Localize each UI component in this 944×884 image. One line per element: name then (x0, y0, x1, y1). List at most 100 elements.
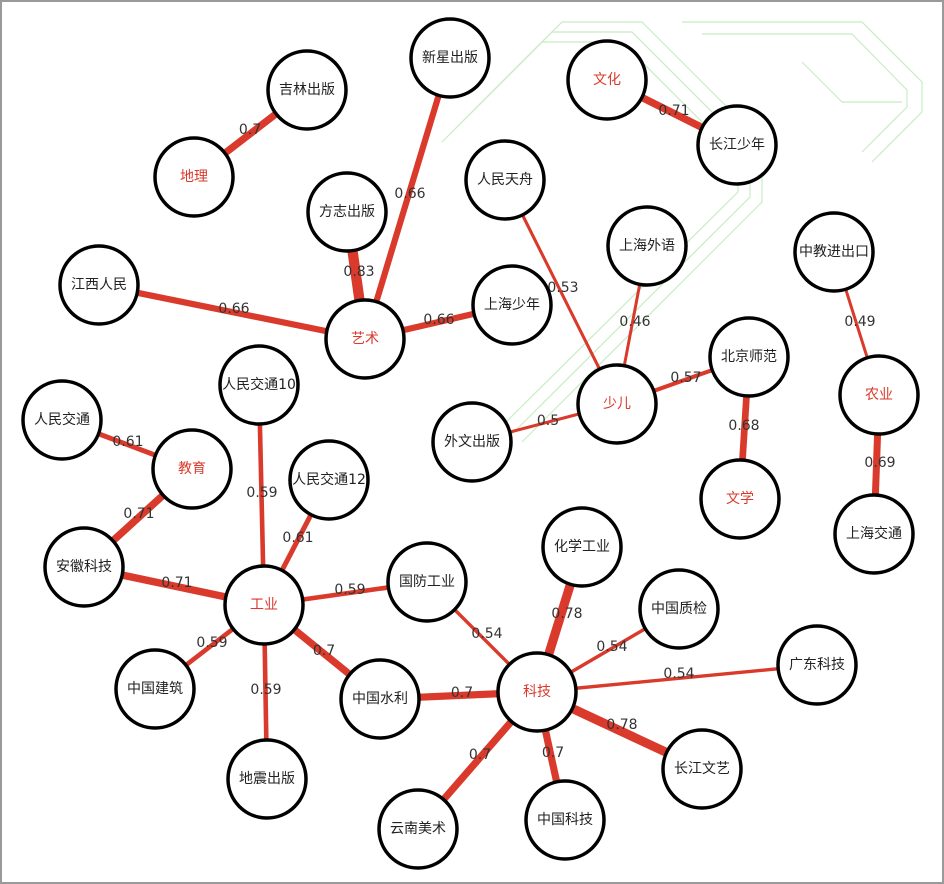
node-circle (496, 651, 578, 733)
node-circle (708, 316, 790, 398)
node-guofang[interactable]: 国防工业 (386, 541, 468, 623)
edge-weight-label: 0.78 (551, 606, 582, 622)
node-zhongguo_zj[interactable]: 中国质检 (638, 568, 720, 650)
watermark-line (801, 61, 902, 103)
edge-weight-label: 0.7 (239, 122, 261, 138)
node-zhongguo_kj[interactable]: 中国科技 (524, 779, 606, 861)
node-dizhen[interactable]: 地震出版 (226, 738, 308, 820)
node-wenhua[interactable]: 文化 (566, 39, 648, 121)
publisher-node-label: 中国质检 (651, 601, 707, 617)
edge-weight-label: 0.46 (619, 314, 650, 330)
node-circle (306, 171, 388, 253)
watermark-line (441, 41, 739, 427)
node-shanghai_sn[interactable]: 上海少年 (471, 264, 553, 346)
node-nongye[interactable]: 农业 (838, 354, 920, 436)
edge-shaoer-renmin_tz (503, 179, 619, 405)
publisher-node-label: 安徽科技 (56, 559, 112, 575)
node-huaxue[interactable]: 化学工业 (541, 506, 623, 588)
edge-weight-label: 0.66 (423, 312, 454, 328)
edge-weight-label: 0.54 (663, 666, 694, 682)
publisher-node-label: 国防工业 (399, 574, 455, 590)
node-circle (699, 458, 781, 540)
edge-weight-label: 0.54 (471, 626, 502, 642)
node-zhongguo_sl[interactable]: 中国水利 (339, 658, 421, 740)
edge-weight-label: 0.61 (112, 434, 143, 450)
node-zhongjiao[interactable]: 中教进出口 (793, 211, 875, 293)
node-circle (151, 428, 233, 510)
edge-weight-label: 0.69 (864, 455, 895, 471)
publisher-node-label: 方志出版 (319, 204, 375, 220)
node-zhongguo_jz[interactable]: 中国建筑 (114, 648, 196, 730)
node-waiwen[interactable]: 外文出版 (431, 401, 513, 483)
node-renmin_jt[interactable]: 人民交通 (21, 379, 103, 461)
publisher-node-label: 人民交通12 (292, 471, 366, 488)
edge-weight-label: 0.83 (343, 264, 374, 280)
edge-weight-label: 0.59 (250, 682, 281, 698)
edge-weight-label: 0.61 (282, 530, 313, 546)
node-circle (541, 506, 623, 588)
node-keji[interactable]: 科技 (496, 651, 578, 733)
edge-weight-label: 0.54 (596, 639, 627, 655)
node-dili[interactable]: 地理 (153, 136, 235, 218)
edge-weight-label: 0.71 (123, 506, 154, 522)
publisher-node-label: 云南美术 (390, 821, 446, 837)
edge-weight-label: 0.5 (537, 413, 559, 429)
edge-weight-label: 0.71 (658, 103, 689, 119)
node-yishu[interactable]: 艺术 (324, 298, 406, 380)
node-circle (576, 363, 658, 445)
publisher-node-label: 中教进出口 (799, 244, 869, 260)
node-gongye[interactable]: 工业 (223, 564, 305, 646)
node-circle (43, 526, 125, 608)
category-node-label: 工业 (250, 597, 278, 613)
node-renmin_jt10[interactable]: 人民交通10 (218, 344, 300, 426)
node-circle (793, 211, 875, 293)
node-anhui[interactable]: 安徽科技 (43, 526, 125, 608)
category-node-label: 少儿 (603, 396, 631, 412)
node-yunnan[interactable]: 云南美术 (377, 788, 459, 870)
edge-weight-label: 0.57 (670, 370, 701, 386)
edge-weight-label: 0.7 (542, 745, 564, 761)
node-jiaoyu[interactable]: 教育 (151, 428, 233, 510)
node-fangzhi[interactable]: 方志出版 (306, 171, 388, 253)
node-shanghai_wy[interactable]: 上海外语 (606, 205, 688, 287)
node-circle (288, 439, 370, 521)
node-jiangxi[interactable]: 江西人民 (58, 244, 140, 326)
category-node-label: 教育 (178, 461, 206, 477)
node-renmin_tz[interactable]: 人民天舟 (464, 139, 546, 221)
publisher-node-label: 长江少年 (709, 137, 765, 153)
node-changjiang_sn[interactable]: 长江少年 (696, 104, 778, 186)
edge-weight-label: 0.71 (161, 575, 192, 591)
publisher-node-label: 吉林出版 (279, 82, 335, 98)
node-circle (409, 17, 491, 99)
publisher-node-label: 人民交通10 (222, 376, 296, 393)
node-circle (471, 264, 553, 346)
publisher-node-label: 广东科技 (789, 657, 845, 673)
node-circle (377, 788, 459, 870)
edge-weight-label: 0.7 (313, 643, 335, 659)
node-xinxing[interactable]: 新星出版 (409, 17, 491, 99)
node-circle (58, 244, 140, 326)
node-guangdong[interactable]: 广东科技 (776, 624, 858, 706)
publisher-node-label: 新星出版 (422, 50, 478, 66)
watermark-line (682, 21, 923, 163)
publisher-node-label: 上海少年 (484, 297, 540, 313)
node-circle (386, 541, 468, 623)
node-circle (838, 354, 920, 436)
category-node-label: 农业 (865, 387, 893, 403)
node-wenxue[interactable]: 文学 (699, 458, 781, 540)
node-circle (661, 728, 743, 810)
node-shanghai_jt[interactable]: 上海交通 (833, 493, 915, 575)
node-renmin_jt12[interactable]: 人民交通12 (288, 439, 370, 521)
node-circle (153, 136, 235, 218)
node-jilin[interactable]: 吉林出版 (266, 49, 348, 131)
edge-yishu-jiangxi (98, 281, 366, 343)
node-changjiang_wy[interactable]: 长江文艺 (661, 728, 743, 810)
node-circle (218, 344, 300, 426)
node-beijing_sf[interactable]: 北京师范 (708, 316, 790, 398)
edge-weight-label: 0.66 (218, 301, 249, 317)
edge-weight-label: 0.59 (196, 635, 227, 651)
node-shaoer[interactable]: 少儿 (576, 363, 658, 445)
